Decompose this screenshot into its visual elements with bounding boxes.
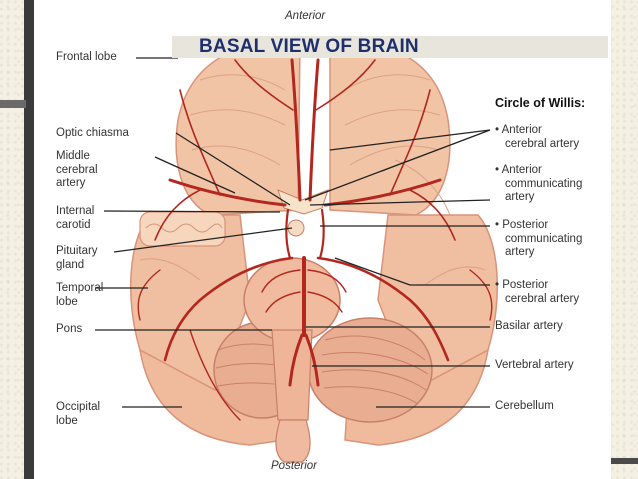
label-anterior: Anterior <box>285 10 326 22</box>
leader-lines <box>95 57 491 408</box>
label-occipital-lobe: Occipital lobe <box>56 401 101 427</box>
label-pons: Pons <box>56 323 83 335</box>
occipital-lobe-left <box>139 348 286 446</box>
label-cerebellum: Cerebellum <box>495 400 554 412</box>
left-accent-bar <box>24 0 34 479</box>
label-internal-carotid: Internal carotid <box>56 205 95 231</box>
title-band <box>172 36 608 58</box>
left-accent-tick <box>0 100 26 108</box>
label-posterior-communicating-artery: • Posterior communicating artery <box>495 219 583 258</box>
label-frontal-lobe: Frontal lobe <box>56 51 117 63</box>
temporal-fold <box>139 211 226 247</box>
gyri-lines <box>139 74 486 286</box>
arteries <box>137 58 493 421</box>
label-circle-of-willis: Circle of Willis: <box>495 96 586 110</box>
label-optic-chiasma: Optic chiasma <box>56 127 129 139</box>
label-basilar-artery: Basilar artery <box>495 320 563 332</box>
label-pituitary-gland: Pituitary gland <box>56 245 98 271</box>
label-anterior-cerebral-artery: • Anterior cerebral artery <box>495 124 580 150</box>
label-middle-cerebral-artery: Middle cerebral artery <box>56 150 98 189</box>
label-posterior-cerebral-artery: • Posterior cerebral artery <box>495 279 580 305</box>
slide-title: BASAL VIEW OF BRAIN <box>199 36 419 57</box>
label-temporal-lobe: Temporal lobe <box>56 282 104 308</box>
label-anterior-communicating-artery: • Anterior communicating artery <box>495 164 583 203</box>
right-accent-tick <box>610 458 638 464</box>
frontal-lobe-right <box>329 40 451 216</box>
label-posterior: Posterior <box>271 460 318 472</box>
spinal-cord <box>275 419 311 463</box>
label-vertebral-artery: Vertebral artery <box>495 359 574 371</box>
